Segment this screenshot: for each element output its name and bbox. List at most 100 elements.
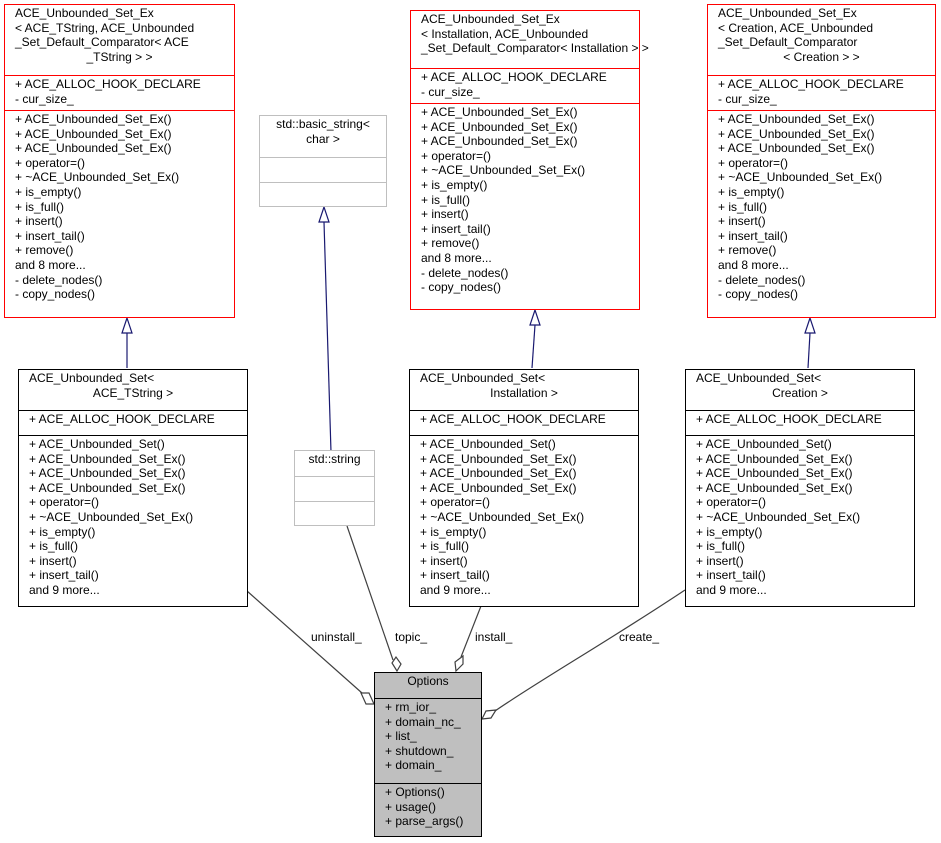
class-method[interactable]: + insert(): [15, 214, 63, 229]
class-method[interactable]: + operator=(): [15, 155, 86, 170]
class-method[interactable]: + is_empty(): [696, 524, 763, 539]
class-method[interactable]: + insert(): [718, 214, 766, 229]
class-std-string[interactable]: std::string: [294, 450, 375, 526]
class-method[interactable]: + ~ACE_Unbounded_Set_Ex(): [718, 170, 883, 185]
class-method[interactable]: + insert_tail(): [696, 568, 766, 583]
class-method[interactable]: + is_empty(): [29, 524, 96, 539]
class-method[interactable]: + parse_args(): [385, 814, 464, 829]
class-ace-unbounded-set-installation[interactable]: ACE_Unbounded_Set<Installation >+ ACE_AL…: [409, 369, 639, 607]
class-method[interactable]: - delete_nodes(): [15, 272, 103, 287]
class-method[interactable]: + ACE_Unbounded_Set_Ex(): [718, 126, 875, 141]
class-method[interactable]: + insert_tail(): [29, 568, 99, 583]
class-method[interactable]: + insert(): [420, 553, 468, 568]
class-method[interactable]: - copy_nodes(): [421, 280, 502, 295]
class-method[interactable]: + ACE_Unbounded_Set(): [696, 437, 832, 451]
class-method[interactable]: + ACE_Unbounded_Set_Ex(): [15, 141, 172, 156]
class-attribute[interactable]: + ACE_ALLOC_HOOK_DECLARE: [421, 70, 607, 84]
class-ace-unbounded-set-ex-tstring[interactable]: ACE_Unbounded_Set_Ex< ACE_TString, ACE_U…: [4, 4, 235, 318]
class-method[interactable]: - copy_nodes(): [15, 287, 96, 302]
class-attribute[interactable]: - cur_size_: [15, 91, 74, 106]
class-method[interactable]: + operator=(): [420, 495, 491, 510]
class-method[interactable]: + ACE_Unbounded_Set_Ex(): [15, 112, 172, 126]
class-method[interactable]: + ACE_Unbounded_Set_Ex(): [696, 466, 853, 481]
class-method[interactable]: + is_full(): [696, 539, 746, 554]
class-method[interactable]: + operator=(): [696, 495, 767, 510]
class-ace-unbounded-set-ex-installation[interactable]: ACE_Unbounded_Set_Ex< Installation, ACE_…: [410, 10, 649, 310]
class-method[interactable]: + is_full(): [421, 192, 471, 207]
class-ace-unbounded-set-tstring[interactable]: ACE_Unbounded_Set<ACE_TString >+ ACE_ALL…: [18, 369, 248, 607]
class-method[interactable]: + ACE_Unbounded_Set_Ex(): [29, 451, 186, 466]
class-method[interactable]: + ACE_Unbounded_Set_Ex(): [718, 112, 875, 126]
class-method[interactable]: - delete_nodes(): [421, 265, 509, 280]
class-method[interactable]: + is_full(): [15, 199, 65, 214]
class-method[interactable]: and 9 more...: [29, 582, 100, 597]
class-method[interactable]: + ~ACE_Unbounded_Set_Ex(): [29, 509, 194, 524]
class-method[interactable]: + ACE_Unbounded_Set_Ex(): [29, 466, 186, 481]
class-method[interactable]: + insert_tail(): [421, 221, 491, 236]
class-method[interactable]: - delete_nodes(): [718, 272, 806, 287]
class-method[interactable]: + remove(): [15, 243, 74, 258]
class-method[interactable]: + operator=(): [718, 155, 789, 170]
class-attribute[interactable]: + domain_: [385, 758, 442, 773]
class-method[interactable]: + insert_tail(): [15, 228, 85, 243]
class-attribute[interactable]: + shutdown_: [385, 743, 454, 758]
class-options[interactable]: Options+ rm_ior_+ domain_nc_+ list_+ shu…: [374, 672, 482, 837]
class-method[interactable]: and 8 more...: [15, 257, 86, 272]
class-method[interactable]: + insert(): [421, 207, 469, 222]
class-method[interactable]: + ACE_Unbounded_Set_Ex(): [421, 105, 578, 119]
class-std-basic-string[interactable]: std::basic_string<char >: [259, 115, 387, 207]
class-attribute[interactable]: + ACE_ALLOC_HOOK_DECLARE: [420, 412, 606, 426]
class-method[interactable]: + is_full(): [420, 539, 470, 554]
class-attribute[interactable]: + ACE_ALLOC_HOOK_DECLARE: [29, 412, 215, 426]
class-method[interactable]: + is_empty(): [718, 184, 785, 199]
class-method[interactable]: + insert_tail(): [718, 228, 788, 243]
class-method[interactable]: and 9 more...: [420, 582, 491, 597]
class-method[interactable]: + operator=(): [29, 495, 100, 510]
class-method[interactable]: + ACE_Unbounded_Set_Ex(): [696, 480, 853, 495]
class-attribute[interactable]: + ACE_ALLOC_HOOK_DECLARE: [15, 77, 201, 91]
class-method[interactable]: + ACE_Unbounded_Set_Ex(): [421, 134, 578, 149]
class-method[interactable]: + remove(): [718, 243, 777, 258]
class-method[interactable]: + ACE_Unbounded_Set_Ex(): [15, 126, 172, 141]
class-attribute[interactable]: + list_: [385, 729, 417, 744]
class-method[interactable]: + ACE_Unbounded_Set_Ex(): [420, 480, 577, 495]
class-method[interactable]: + ACE_Unbounded_Set(): [420, 437, 556, 451]
class-method[interactable]: and 8 more...: [718, 257, 789, 272]
class-method[interactable]: + is_full(): [29, 539, 79, 554]
class-method[interactable]: + ~ACE_Unbounded_Set_Ex(): [420, 509, 585, 524]
class-method[interactable]: + usage(): [385, 799, 437, 814]
class-ace-unbounded-set-creation[interactable]: ACE_Unbounded_Set<Creation >+ ACE_ALLOC_…: [685, 369, 915, 607]
class-attribute[interactable]: + domain_nc_: [385, 714, 461, 729]
class-attribute[interactable]: + ACE_ALLOC_HOOK_DECLARE: [718, 77, 904, 91]
class-method[interactable]: + ~ACE_Unbounded_Set_Ex(): [421, 163, 586, 178]
class-method[interactable]: + remove(): [421, 236, 480, 251]
class-method[interactable]: + is_full(): [718, 199, 768, 214]
class-method[interactable]: + is_empty(): [420, 524, 487, 539]
class-method[interactable]: + ACE_Unbounded_Set_Ex(): [420, 451, 577, 466]
class-attribute[interactable]: + rm_ior_: [385, 700, 437, 714]
class-attribute[interactable]: - cur_size_: [718, 91, 777, 106]
class-method[interactable]: + insert(): [29, 553, 77, 568]
class-method[interactable]: + ACE_Unbounded_Set_Ex(): [696, 451, 853, 466]
class-method[interactable]: + ACE_Unbounded_Set(): [29, 437, 165, 451]
class-method[interactable]: - copy_nodes(): [718, 287, 799, 302]
class-method[interactable]: + is_empty(): [421, 177, 488, 192]
class-ace-unbounded-set-ex-creation[interactable]: ACE_Unbounded_Set_Ex< Creation, ACE_Unbo…: [707, 4, 936, 318]
class-method[interactable]: + ACE_Unbounded_Set_Ex(): [718, 141, 875, 156]
class-method[interactable]: + insert_tail(): [420, 568, 490, 583]
class-method[interactable]: + insert(): [696, 553, 744, 568]
class-method[interactable]: + operator=(): [421, 148, 492, 163]
class-method[interactable]: + Options(): [385, 785, 445, 799]
class-method[interactable]: + ACE_Unbounded_Set_Ex(): [421, 119, 578, 134]
class-method[interactable]: + ACE_Unbounded_Set_Ex(): [29, 480, 186, 495]
class-attribute[interactable]: - cur_size_: [421, 84, 480, 99]
class-method[interactable]: + is_empty(): [15, 184, 82, 199]
class-method[interactable]: + ACE_Unbounded_Set_Ex(): [420, 466, 577, 481]
class-method[interactable]: and 9 more...: [696, 582, 767, 597]
class-title-line: ACE_Unbounded_Set_Ex: [718, 6, 857, 20]
class-method[interactable]: and 8 more...: [421, 250, 492, 265]
class-attribute[interactable]: + ACE_ALLOC_HOOK_DECLARE: [696, 412, 882, 426]
class-method[interactable]: + ~ACE_Unbounded_Set_Ex(): [15, 170, 180, 185]
class-method[interactable]: + ~ACE_Unbounded_Set_Ex(): [696, 509, 861, 524]
